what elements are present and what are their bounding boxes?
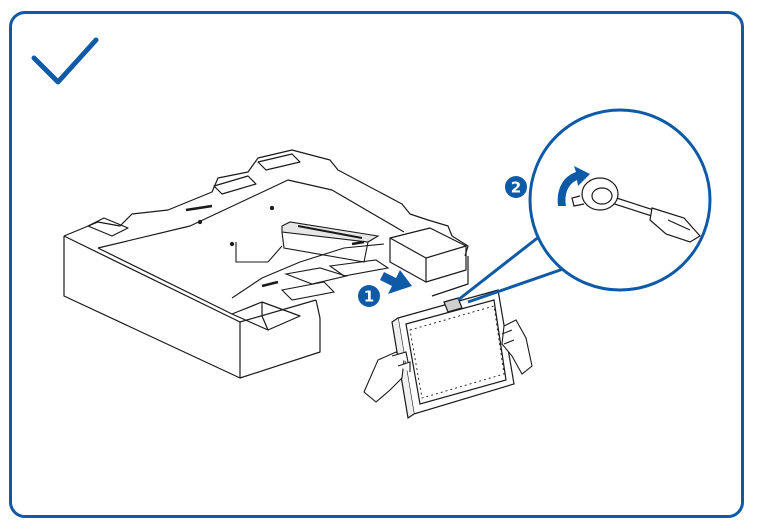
foam-tray — [63, 149, 469, 379]
diagram-frame — [9, 11, 744, 518]
push-arrow-icon — [380, 270, 412, 294]
callout-connector — [457, 234, 567, 304]
step-badge-1: 1 — [358, 285, 380, 307]
step-2-label: 2 — [511, 179, 521, 197]
screw — [571, 177, 619, 211]
checkmark-icon — [31, 37, 99, 85]
rotate-arrow-icon — [557, 166, 590, 206]
monitor-back — [185, 204, 390, 301]
step-badge-2: 2 — [505, 176, 527, 198]
step-1-label: 1 — [364, 288, 374, 306]
left-hand — [363, 351, 411, 403]
stand-base — [391, 289, 515, 420]
right-hand — [501, 319, 533, 375]
zoom-callout — [528, 108, 712, 292]
